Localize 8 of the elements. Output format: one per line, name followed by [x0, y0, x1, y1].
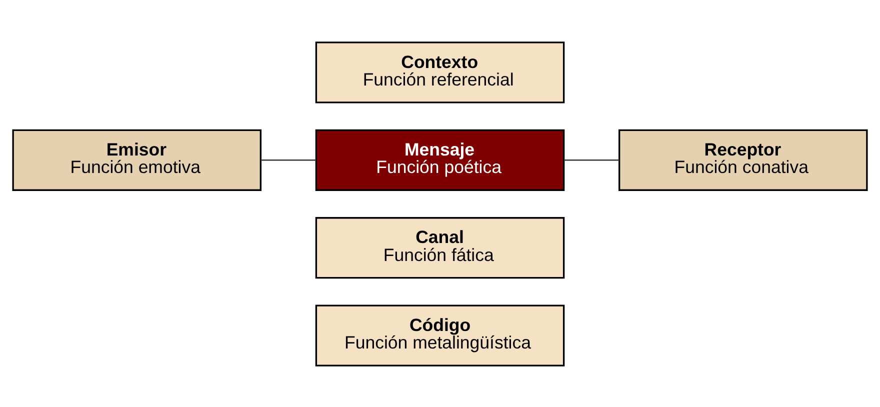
node-box: Contexto Función referencial	[315, 41, 565, 103]
node-box: Receptor Función conativa	[618, 128, 868, 190]
node-box: Canal Función fática	[315, 216, 565, 278]
node-box: Mensaje Función poética	[315, 128, 565, 190]
node-box: Emisor Función emotiva	[12, 128, 262, 190]
connector	[260, 158, 316, 160]
connector	[564, 158, 620, 160]
node-box: Código Función metalingüística	[315, 304, 565, 366]
